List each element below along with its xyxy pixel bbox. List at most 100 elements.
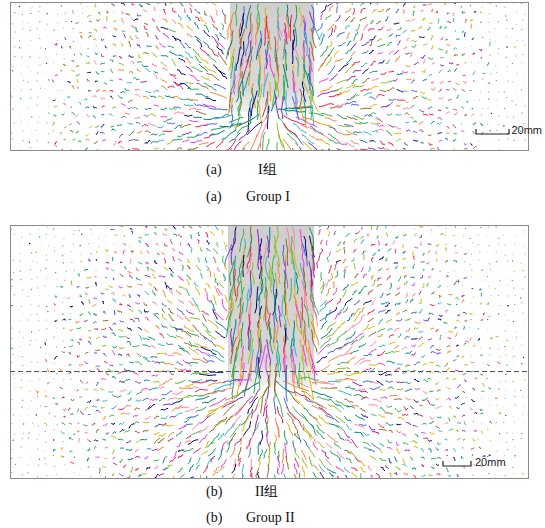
particle-trajectory xyxy=(168,315,174,321)
particle-trajectory xyxy=(213,344,225,349)
particle-trajectory xyxy=(286,239,288,266)
particle-trajectory xyxy=(223,256,225,264)
particle-trajectory xyxy=(93,314,97,315)
particle-trajectory xyxy=(110,90,114,92)
particle-trajectory xyxy=(293,106,311,108)
particle-trajectory xyxy=(154,314,160,319)
particle-trajectory xyxy=(157,252,160,254)
particle-trajectory xyxy=(144,329,149,332)
particle-trajectory xyxy=(448,71,451,72)
particle-dot xyxy=(38,117,40,119)
particle-trajectory xyxy=(376,95,384,98)
particle-trajectory xyxy=(222,148,231,150)
particle-trajectory xyxy=(96,282,97,286)
particle-trajectory xyxy=(168,46,174,47)
particle-trajectory xyxy=(180,286,185,289)
particle-trajectory xyxy=(462,75,465,77)
particle-trajectory xyxy=(68,81,71,83)
particle-trajectory xyxy=(122,11,125,14)
particle-trajectory xyxy=(464,148,467,149)
particle-trajectory xyxy=(93,116,96,119)
particle-trajectory xyxy=(360,3,364,6)
particle-dot xyxy=(487,150,489,151)
particle-trajectory xyxy=(128,56,133,58)
particle-trajectory xyxy=(448,21,451,23)
particle-trajectory xyxy=(478,338,480,340)
particle-dot xyxy=(47,104,49,106)
particle-dot xyxy=(74,270,75,271)
particle-trajectory xyxy=(196,265,202,271)
particle-trajectory xyxy=(396,139,401,141)
particle-trajectory xyxy=(225,244,232,266)
particle-dot xyxy=(48,97,50,99)
particle-trajectory xyxy=(355,274,359,278)
particle-dot xyxy=(487,251,489,253)
particle-trajectory xyxy=(265,306,268,330)
particle-trajectory xyxy=(259,338,261,363)
particle-dot xyxy=(456,304,457,305)
particle-dot xyxy=(46,340,47,341)
particle-trajectory xyxy=(85,292,87,295)
particle-trajectory xyxy=(363,254,364,260)
particle-dot xyxy=(64,280,65,281)
particle-dot xyxy=(39,21,40,22)
particle-dot xyxy=(45,48,46,49)
particle-trajectory xyxy=(448,338,452,339)
particle-dot xyxy=(489,31,490,32)
particle-trajectory xyxy=(372,253,376,255)
particle-trajectory xyxy=(112,3,114,6)
particle-dot xyxy=(56,327,58,329)
particle-trajectory xyxy=(239,23,241,44)
particle-trajectory xyxy=(360,89,369,91)
particle-trajectory xyxy=(352,321,360,328)
particle-trajectory xyxy=(167,334,177,339)
particle-trajectory xyxy=(144,26,147,30)
particle-trajectory xyxy=(55,75,58,77)
particle-trajectory xyxy=(127,13,130,15)
particle-dot xyxy=(90,229,91,230)
particle-trajectory xyxy=(124,34,126,38)
particle-trajectory xyxy=(353,250,356,253)
particle-trajectory xyxy=(200,333,206,340)
particle-trajectory xyxy=(111,126,114,127)
particle-trajectory xyxy=(389,99,397,100)
particle-trajectory xyxy=(111,293,114,296)
particle-dot xyxy=(20,270,21,271)
particle-trajectory xyxy=(363,251,366,254)
particle-trajectory xyxy=(403,252,406,254)
particle-trajectory xyxy=(256,143,260,150)
particle-dot xyxy=(14,46,16,48)
particle-dot xyxy=(45,150,47,151)
particle-trajectory xyxy=(378,52,383,54)
particle-trajectory xyxy=(381,82,388,84)
particle-trajectory xyxy=(447,126,450,129)
particle-dot xyxy=(489,348,491,350)
particle-trajectory xyxy=(187,98,198,100)
particle-dot xyxy=(29,234,30,235)
particle-trajectory xyxy=(144,309,148,312)
particle-dot xyxy=(11,285,12,286)
particle-dot xyxy=(499,305,500,306)
particle-trajectory xyxy=(318,62,324,71)
particle-trajectory xyxy=(89,259,90,262)
particle-trajectory xyxy=(432,269,435,270)
particle-trajectory xyxy=(103,27,106,28)
particle-trajectory xyxy=(117,311,121,313)
particle-dot xyxy=(35,130,36,131)
particle-dot xyxy=(521,336,523,338)
particle-trajectory xyxy=(62,113,65,115)
particle-trajectory xyxy=(386,60,389,64)
particle-dot xyxy=(19,244,21,246)
particle-trajectory xyxy=(195,17,200,21)
particle-trajectory xyxy=(163,19,167,23)
particle-dot xyxy=(54,236,55,237)
particle-trajectory xyxy=(136,122,141,124)
particle-trajectory xyxy=(351,340,358,345)
particle-trajectory xyxy=(436,11,438,13)
particle-trajectory xyxy=(321,139,330,146)
particle-trajectory xyxy=(431,82,434,84)
particle-dot xyxy=(455,30,456,31)
particle-trajectory xyxy=(145,318,149,321)
particle-trajectory xyxy=(453,88,456,90)
particle-trajectory xyxy=(429,74,432,76)
